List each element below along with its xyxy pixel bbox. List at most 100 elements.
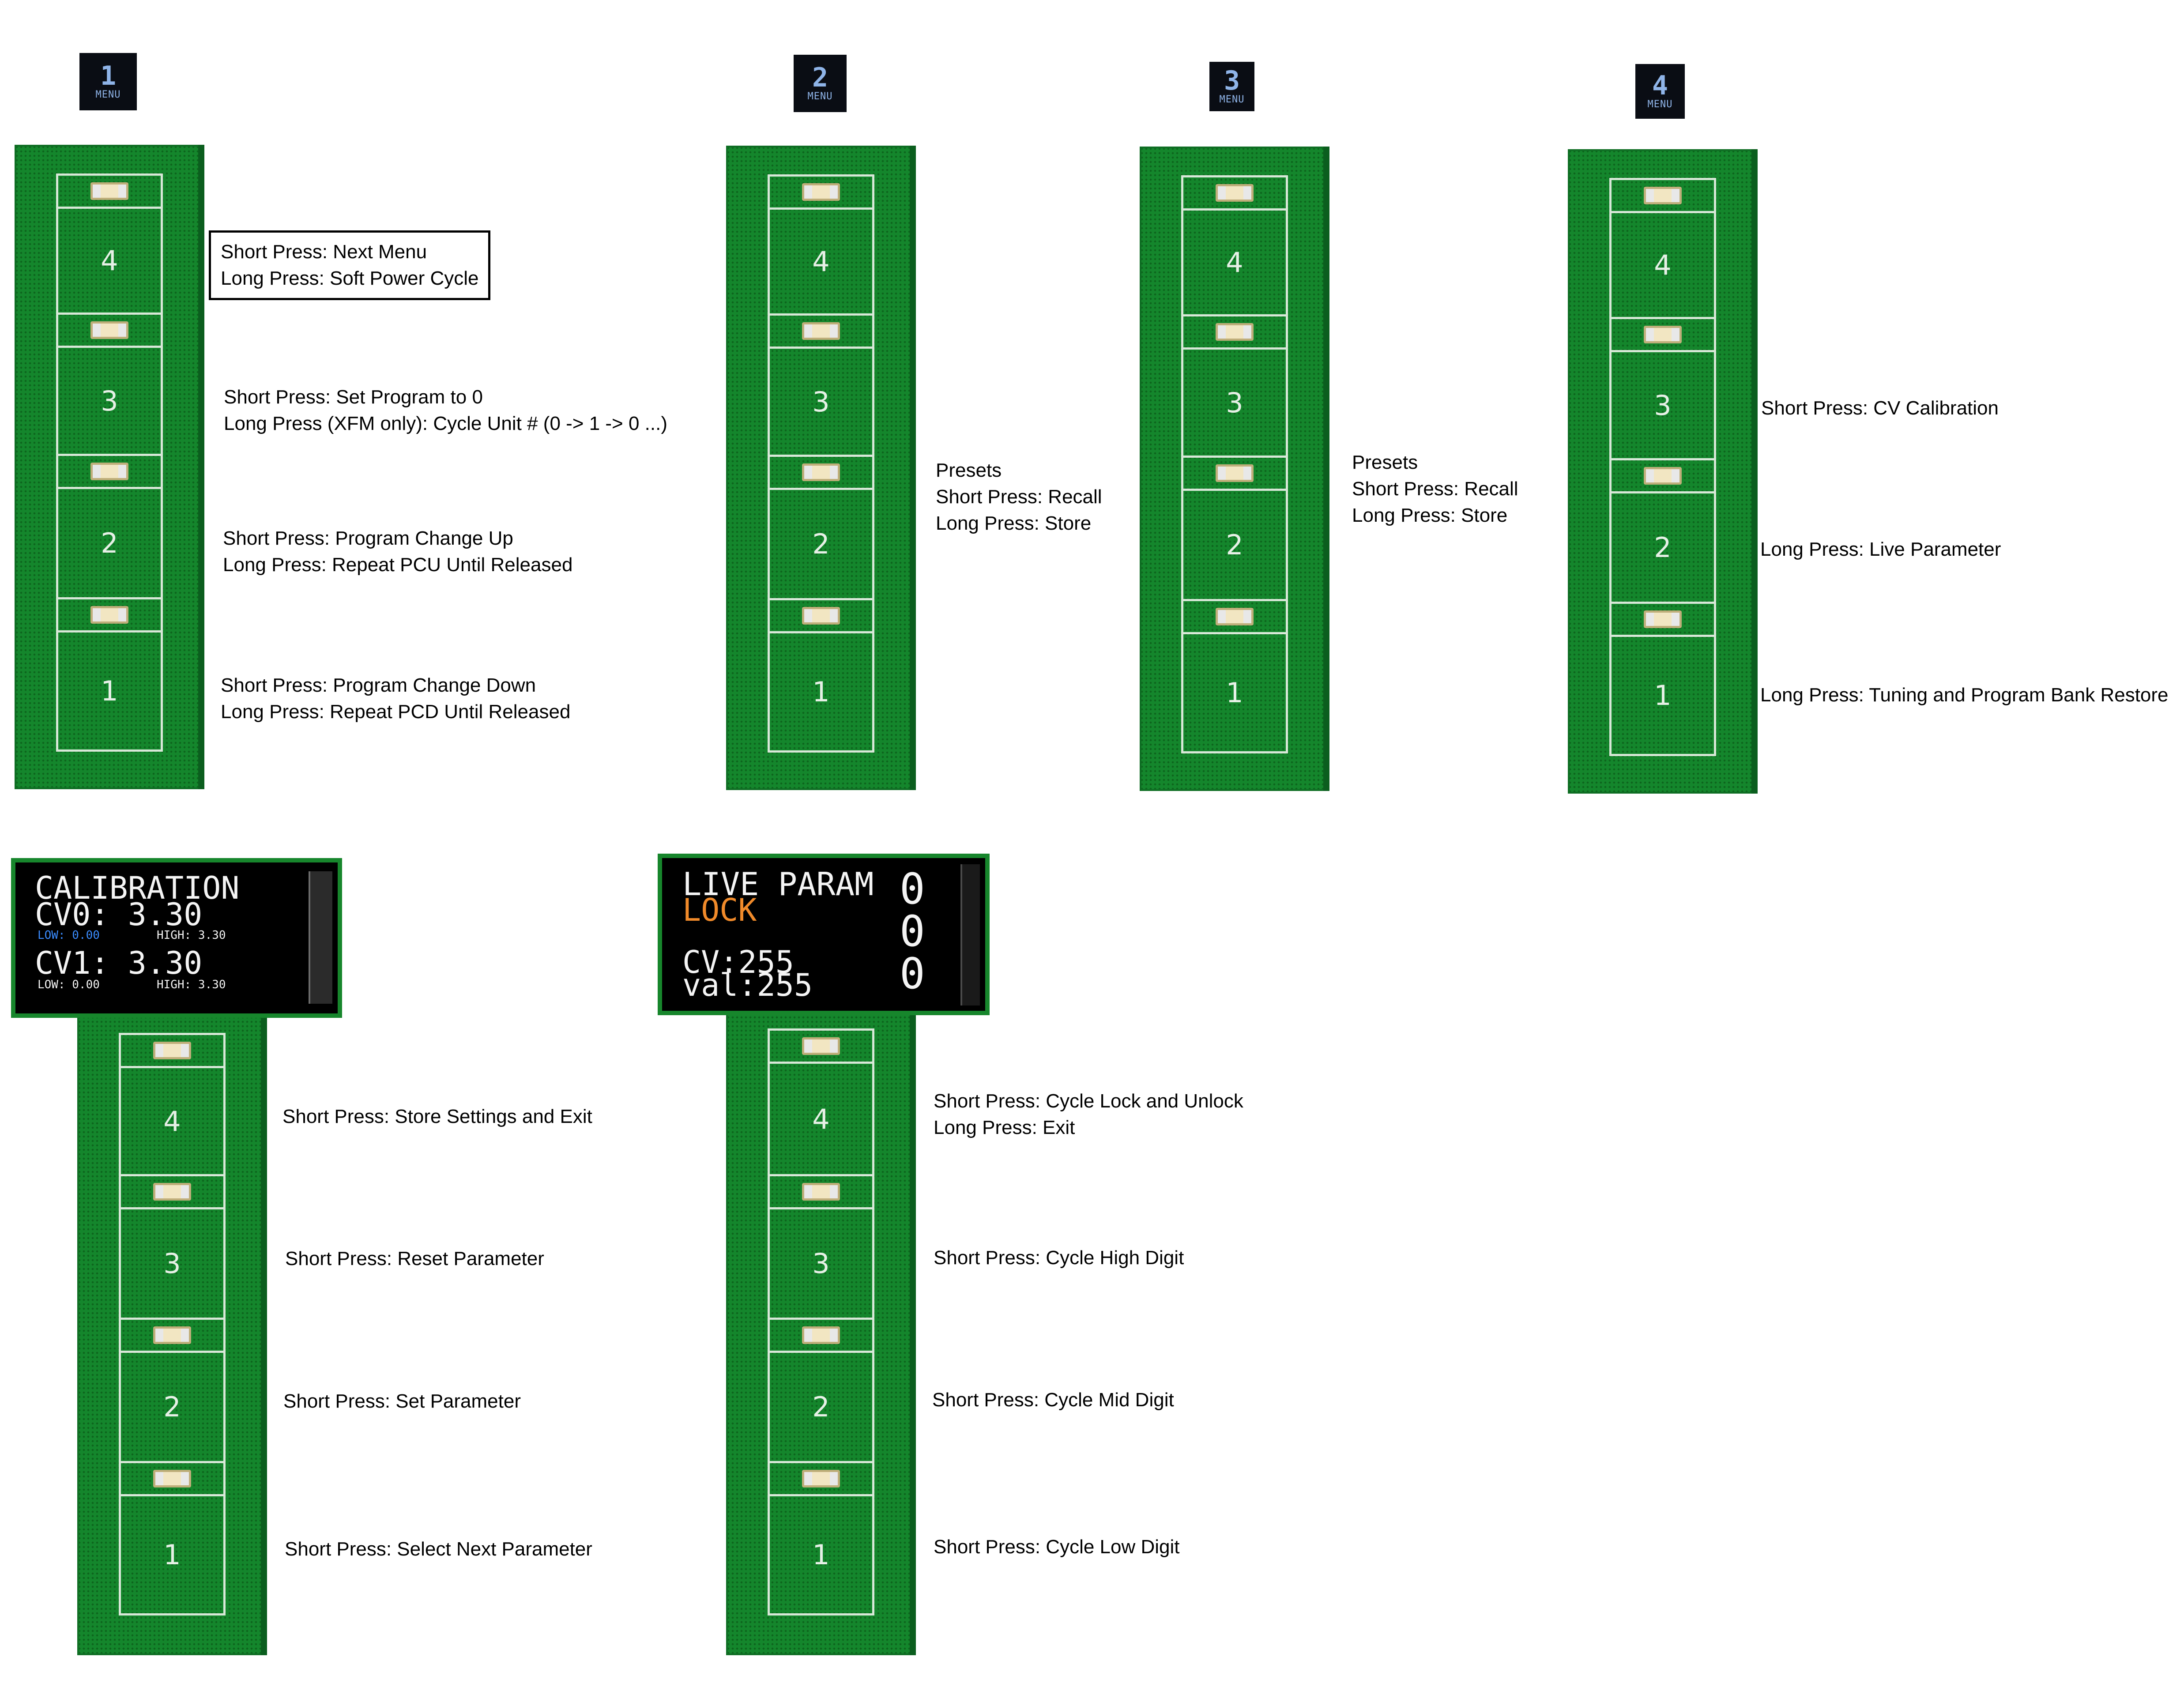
live-param-digit-low: 0 bbox=[900, 953, 925, 995]
key-3[interactable]: 3 bbox=[768, 346, 874, 457]
led-icon bbox=[802, 1470, 840, 1487]
keypad-board-menu-4: 4 3 2 1 bbox=[1568, 149, 1758, 794]
key-1[interactable]: 1 bbox=[56, 630, 163, 752]
key-1[interactable]: 1 bbox=[768, 1494, 874, 1615]
led-2 bbox=[56, 454, 163, 489]
keypad-board-menu-1: 4 3 2 1 bbox=[15, 145, 204, 789]
note-line: Long Press: Repeat PCU Until Released bbox=[223, 552, 572, 578]
key-3[interactable]: 3 bbox=[119, 1207, 226, 1320]
led-icon bbox=[90, 463, 128, 480]
key-4-label: 4 bbox=[101, 245, 118, 277]
key-4[interactable]: 4 bbox=[1609, 211, 1716, 319]
key-4[interactable]: 4 bbox=[768, 207, 874, 316]
note-line: Short Press: Store Settings and Exit bbox=[282, 1103, 592, 1130]
key-2[interactable]: 2 bbox=[1181, 489, 1288, 601]
calibration-key-1-note: Short Press: Select Next Parameter bbox=[285, 1536, 592, 1563]
led-icon bbox=[1216, 608, 1254, 625]
key-4-label: 4 bbox=[1654, 249, 1671, 281]
calibration-cv0: CV0: 3.30 bbox=[35, 899, 202, 930]
calibration-cv0-high: HIGH: 3.30 bbox=[157, 929, 226, 942]
menu-4-label: MENU bbox=[1648, 99, 1673, 110]
key-1[interactable]: 1 bbox=[1609, 635, 1716, 756]
menu-1-key-2-note: Short Press: Program Change Up Long Pres… bbox=[223, 525, 572, 578]
key-1-label: 1 bbox=[101, 675, 118, 707]
led-4 bbox=[768, 174, 874, 210]
menu-4-key-3-note: Short Press: CV Calibration bbox=[1761, 395, 1999, 422]
display-ribbon bbox=[960, 864, 980, 1005]
key-3-label: 3 bbox=[812, 1247, 829, 1280]
led-3 bbox=[768, 1174, 874, 1209]
keypad-board-live-param: 4 3 2 1 bbox=[726, 1011, 916, 1655]
led-1 bbox=[1181, 599, 1288, 634]
board-edge bbox=[910, 146, 916, 790]
key-2[interactable]: 2 bbox=[1609, 491, 1716, 604]
key-3[interactable]: 3 bbox=[56, 346, 163, 456]
note-line: Short Press: Cycle Lock and Unlock bbox=[934, 1088, 1243, 1115]
led-icon bbox=[153, 1326, 191, 1344]
key-2-label: 2 bbox=[101, 527, 118, 559]
note-line: Short Press: Cycle Low Digit bbox=[934, 1534, 1180, 1560]
live-param-lock-status: LOCK bbox=[682, 894, 757, 926]
key-3-label: 3 bbox=[1226, 387, 1243, 419]
calibration-cv0-low: LOW: 0.00 bbox=[38, 929, 100, 942]
note-line: Short Press: Cycle Mid Digit bbox=[932, 1387, 1174, 1413]
led-icon bbox=[90, 321, 128, 339]
led-icon bbox=[802, 1037, 840, 1055]
key-4-label: 4 bbox=[1226, 246, 1243, 279]
note-line: Long Press: Exit bbox=[934, 1115, 1243, 1141]
key-1[interactable]: 1 bbox=[119, 1494, 226, 1615]
key-2[interactable]: 2 bbox=[119, 1351, 226, 1463]
key-1[interactable]: 1 bbox=[1181, 632, 1288, 753]
key-4[interactable]: 4 bbox=[1181, 208, 1288, 316]
menu-3-badge: 3 MENU bbox=[1209, 62, 1254, 111]
menu-4-number: 4 bbox=[1652, 72, 1668, 99]
key-2[interactable]: 2 bbox=[768, 1351, 874, 1463]
key-3[interactable]: 3 bbox=[768, 1207, 874, 1320]
note-line: Short Press: Cycle High Digit bbox=[934, 1245, 1184, 1271]
key-3-label: 3 bbox=[812, 386, 829, 418]
display-ribbon bbox=[309, 871, 332, 1004]
led-icon bbox=[153, 1470, 191, 1487]
led-2 bbox=[119, 1318, 226, 1353]
calibration-oled-screen: CALIBRATION CV0: 3.30 LOW: 0.00 HIGH: 3.… bbox=[11, 858, 342, 1018]
note-line: Long Press: Store bbox=[1352, 502, 1518, 529]
key-4[interactable]: 4 bbox=[768, 1062, 874, 1176]
menu-2-badge: 2 MENU bbox=[794, 55, 847, 112]
key-4-label: 4 bbox=[812, 245, 829, 278]
led-1 bbox=[768, 1461, 874, 1496]
live-param-val: val:255 bbox=[682, 969, 813, 1001]
menu-4-key-1-note: Long Press: Tuning and Program Bank Rest… bbox=[1760, 682, 2169, 708]
calibration-key-2-note: Short Press: Set Parameter bbox=[283, 1388, 521, 1415]
key-2[interactable]: 2 bbox=[768, 488, 874, 600]
led-4 bbox=[768, 1028, 874, 1064]
calibration-key-3-note: Short Press: Reset Parameter bbox=[285, 1246, 544, 1272]
note-line: Presets bbox=[936, 457, 1102, 484]
key-2-label: 2 bbox=[1226, 529, 1243, 561]
key-3[interactable]: 3 bbox=[1609, 350, 1716, 460]
key-1[interactable]: 1 bbox=[768, 631, 874, 753]
note-line: Short Press: Set Parameter bbox=[283, 1388, 521, 1415]
menu-1-badge: 1 MENU bbox=[79, 53, 137, 110]
key-1-label: 1 bbox=[1654, 679, 1671, 712]
calibration-key-4-note: Short Press: Store Settings and Exit bbox=[282, 1103, 592, 1130]
led-3 bbox=[768, 313, 874, 349]
key-1-label: 1 bbox=[812, 676, 829, 708]
key-2-label: 2 bbox=[812, 1391, 829, 1423]
key-3-label: 3 bbox=[101, 385, 118, 417]
calibration-cv1-high: HIGH: 3.30 bbox=[157, 978, 226, 991]
led-icon bbox=[1644, 187, 1682, 204]
note-line: Long Press (XFM only): Cycle Unit # (0 -… bbox=[224, 410, 667, 437]
key-3[interactable]: 3 bbox=[1181, 347, 1288, 458]
keypad-board-menu-2: 4 3 2 1 bbox=[726, 146, 916, 790]
menu-1-key-1-note: Short Press: Program Change Down Long Pr… bbox=[221, 672, 570, 725]
led-1 bbox=[119, 1461, 226, 1496]
key-4[interactable]: 4 bbox=[56, 207, 163, 315]
board-edge bbox=[910, 1011, 916, 1655]
led-icon bbox=[90, 182, 128, 200]
live-param-oled-screen: LIVE PARAM LOCK CV:255 val:255 0 0 0 bbox=[658, 854, 990, 1015]
key-4[interactable]: 4 bbox=[119, 1066, 226, 1176]
key-2[interactable]: 2 bbox=[56, 487, 163, 599]
key-1-label: 1 bbox=[812, 1539, 829, 1571]
led-2 bbox=[768, 455, 874, 490]
live-param-key-1-note: Short Press: Cycle Low Digit bbox=[934, 1534, 1180, 1560]
